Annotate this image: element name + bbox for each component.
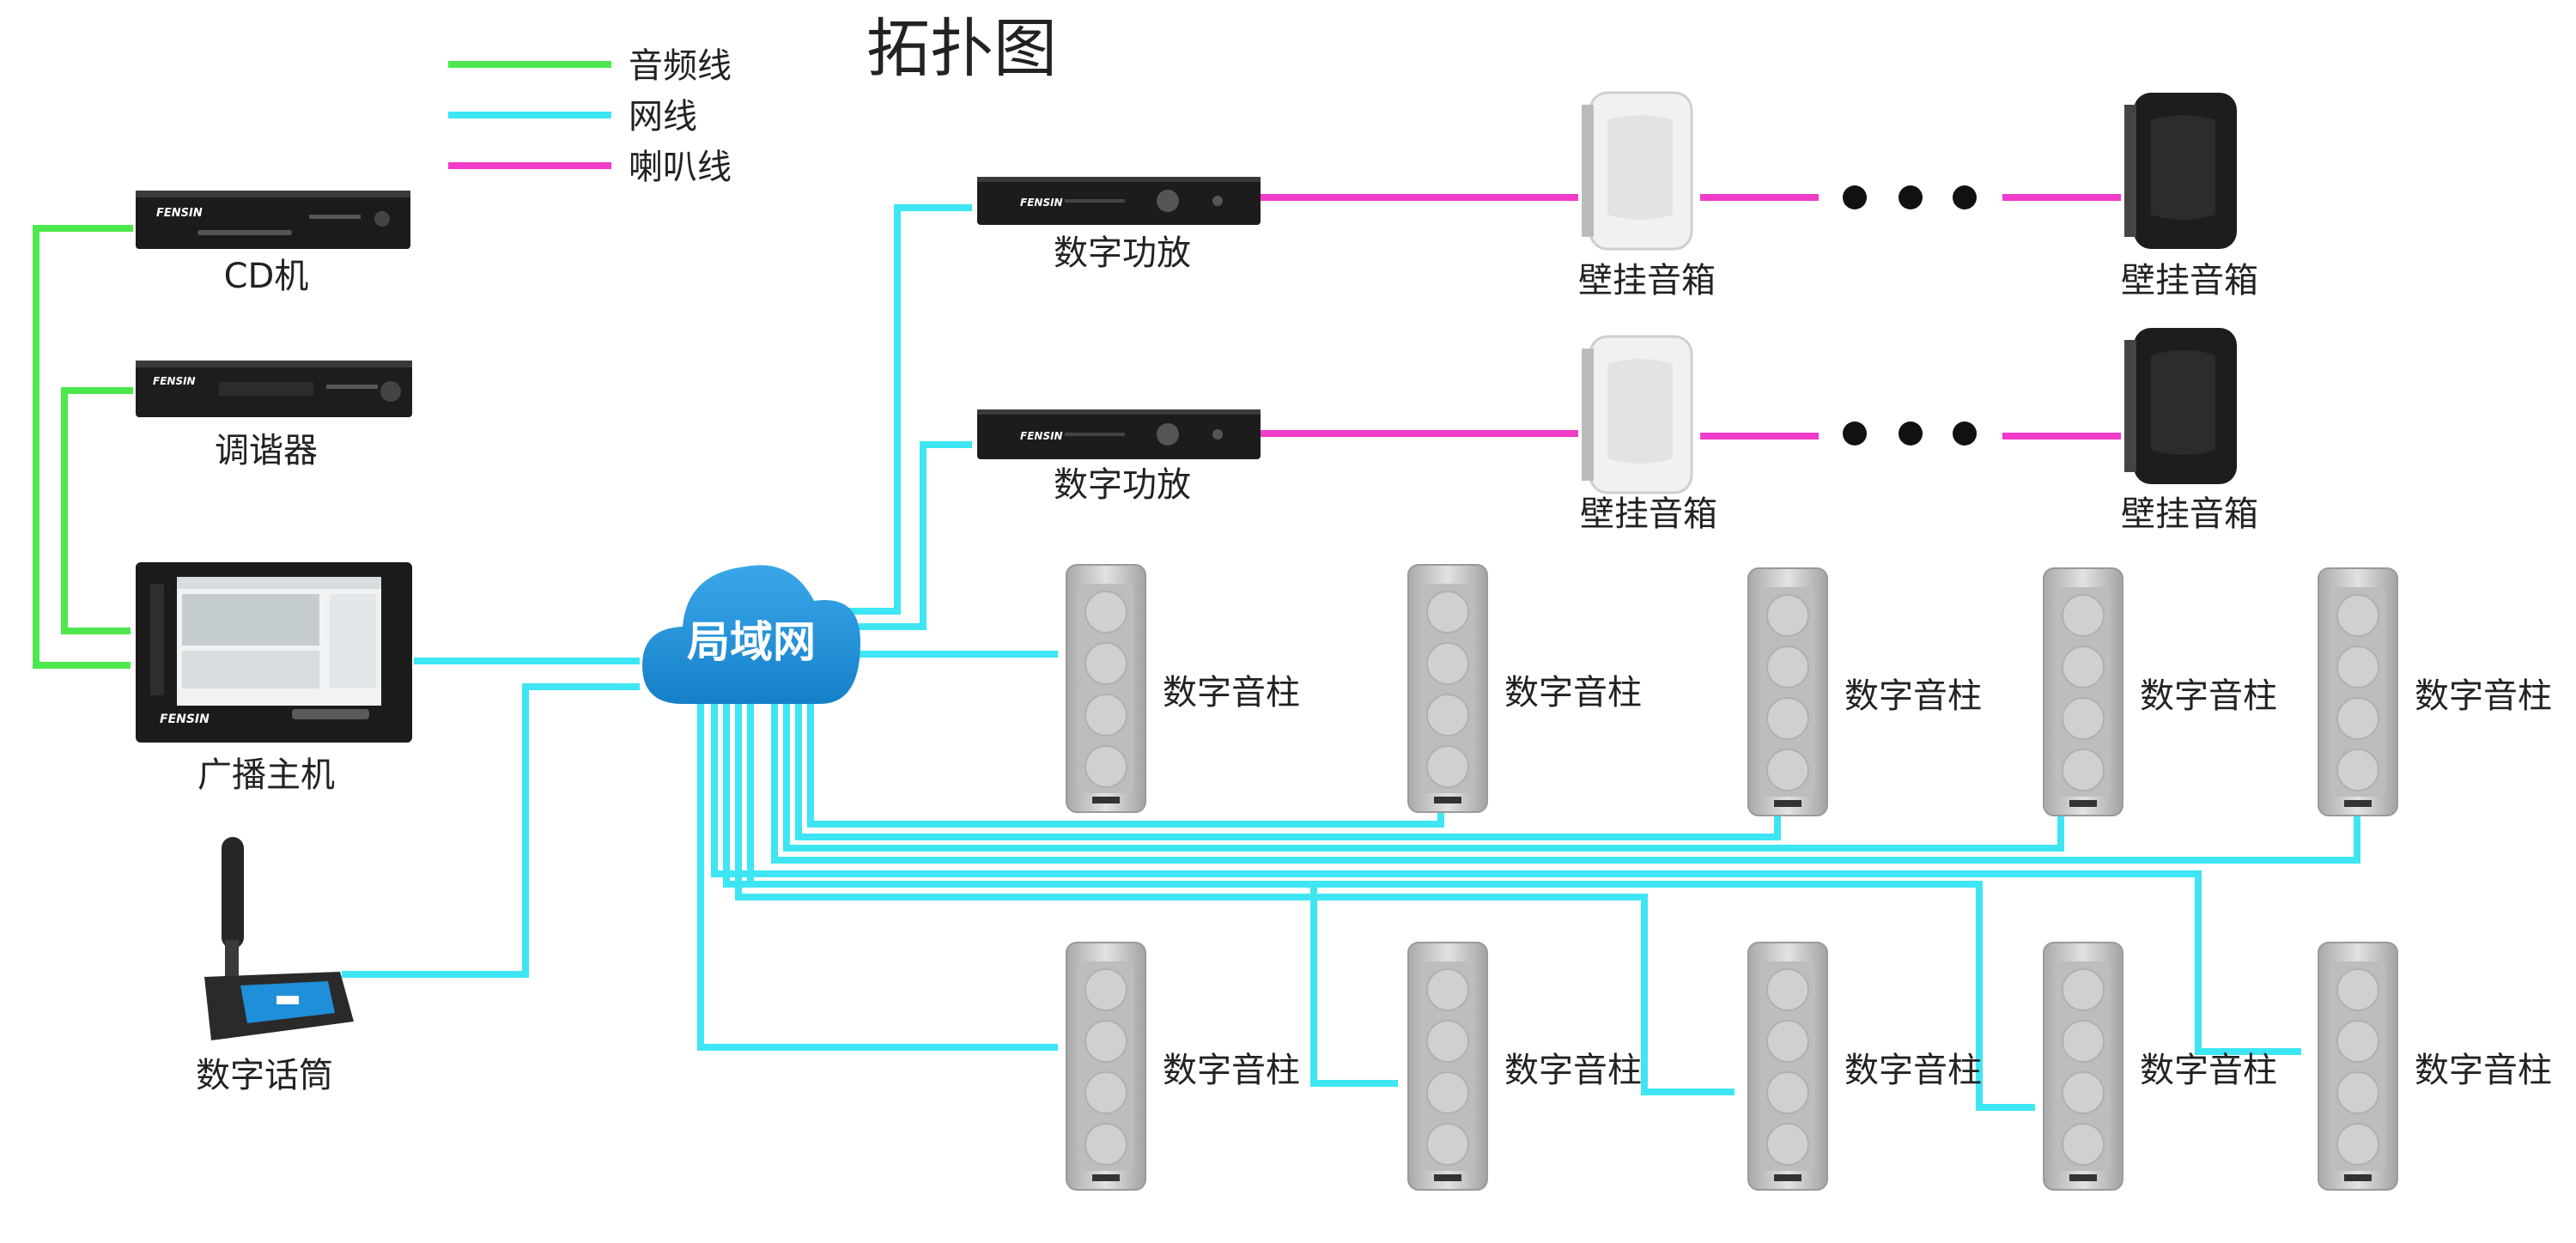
broadcast-host: FENSIN 广播主机 <box>136 562 412 795</box>
legend-network-label: 网线 <box>629 97 697 136</box>
net-line-mic <box>342 683 640 978</box>
audio-lines <box>33 225 133 669</box>
wall-speaker-1: 壁挂音箱 <box>1578 91 1716 300</box>
cd-player-label: CD机 <box>224 257 309 296</box>
digital-amp-2: FENSIN 数字功放 <box>977 409 1261 505</box>
amp-2-brand: FENSIN <box>1020 430 1063 442</box>
column-speaker-5-label: 数字音柱 <box>2415 676 2552 716</box>
digital-mic: 数字话筒 <box>196 837 354 1095</box>
net-line-col-bot5 <box>711 697 2301 1055</box>
net-line-col-bot1 <box>697 697 1058 1051</box>
lan-cloud: 局域网 <box>642 565 860 704</box>
net-line-col-top4 <box>783 697 2064 852</box>
net-line-amp2 <box>859 441 972 630</box>
audio-line-tuner <box>61 387 133 634</box>
host-label: 广播主机 <box>197 755 335 795</box>
speaker-lines <box>1261 194 2121 440</box>
column-speaker-6-label: 数字音柱 <box>1163 1051 1300 1090</box>
wall-speaker-1-label: 壁挂音箱 <box>1578 261 1716 300</box>
net-line-col-bot3 <box>735 697 1735 1095</box>
wall-speaker-4: 壁挂音箱 <box>2121 328 2258 534</box>
wall-speaker-3-label: 壁挂音箱 <box>1580 494 1717 534</box>
net-line-amp1 <box>833 204 972 615</box>
net-line-col-top5 <box>771 697 2360 864</box>
column-speaker-2: 数字音柱 <box>1407 564 1642 813</box>
column-speaker-1: 数字音柱 <box>1066 564 1300 813</box>
column-speaker-9-label: 数字音柱 <box>2140 1051 2277 1090</box>
net-line-col-bot4 <box>723 697 2035 1111</box>
amp-1-brand: FENSIN <box>1020 197 1063 209</box>
wall-speaker-4-label: 壁挂音箱 <box>2121 494 2258 534</box>
column-speaker-2-label: 数字音柱 <box>1504 673 1642 712</box>
ellipsis-dots <box>1843 185 1977 446</box>
host-brand: FENSIN <box>160 712 210 726</box>
column-speaker-8-label: 数字音柱 <box>1844 1051 1982 1090</box>
wall-speaker-2: 壁挂音箱 <box>2121 93 2258 300</box>
column-speaker-1-label: 数字音柱 <box>1163 673 1300 712</box>
column-speaker-8: 数字音柱 <box>1747 942 1982 1191</box>
column-speaker-10-label: 数字音柱 <box>2415 1051 2552 1090</box>
legend: 音频线 网线 喇叭线 <box>448 46 732 187</box>
amp-1-label: 数字功放 <box>1054 233 1191 273</box>
cd-player: FENSIN CD机 <box>136 191 410 296</box>
legend-speaker-label: 喇叭线 <box>629 148 732 187</box>
tuner-label: 调谐器 <box>215 431 318 470</box>
network-lines <box>342 204 2360 1111</box>
net-line-col-top3 <box>795 697 1781 840</box>
column-speaker-6: 数字音柱 <box>1066 942 1300 1191</box>
wall-speaker-3: 壁挂音箱 <box>1580 335 1717 534</box>
column-speaker-4-label: 数字音柱 <box>2140 676 2277 716</box>
column-speaker-3: 数字音柱 <box>1747 567 1982 816</box>
digital-amp-1: FENSIN 数字功放 <box>977 177 1261 273</box>
net-line-col-top2 <box>807 697 1444 828</box>
column-speaker-3-label: 数字音柱 <box>1844 676 1982 716</box>
column-speaker-10: 数字音柱 <box>2318 942 2552 1191</box>
diagram-title: 拓扑图 <box>866 12 1057 86</box>
amp-2-label: 数字功放 <box>1054 465 1191 505</box>
lan-label: 局域网 <box>687 617 816 667</box>
column-speaker-7: 数字音柱 <box>1407 942 1642 1191</box>
column-speaker-5: 数字音柱 <box>2318 567 2552 816</box>
tuner-brand: FENSIN <box>153 375 196 387</box>
wall-speaker-2-label: 壁挂音箱 <box>2121 261 2258 300</box>
legend-audio-label: 音频线 <box>629 46 732 86</box>
mic-label: 数字话筒 <box>196 1056 333 1095</box>
column-speaker-9: 数字音柱 <box>2043 942 2277 1191</box>
cd-player-brand: FENSIN <box>156 207 203 220</box>
column-speaker-7-label: 数字音柱 <box>1504 1051 1642 1090</box>
column-speakers: 数字音柱数字音柱数字音柱数字音柱数字音柱数字音柱数字音柱数字音柱数字音柱数字音柱 <box>1066 564 2552 1191</box>
audio-line-cd <box>33 225 133 669</box>
column-speaker-4: 数字音柱 <box>2043 567 2277 816</box>
tuner: FENSIN 调谐器 <box>136 361 412 470</box>
